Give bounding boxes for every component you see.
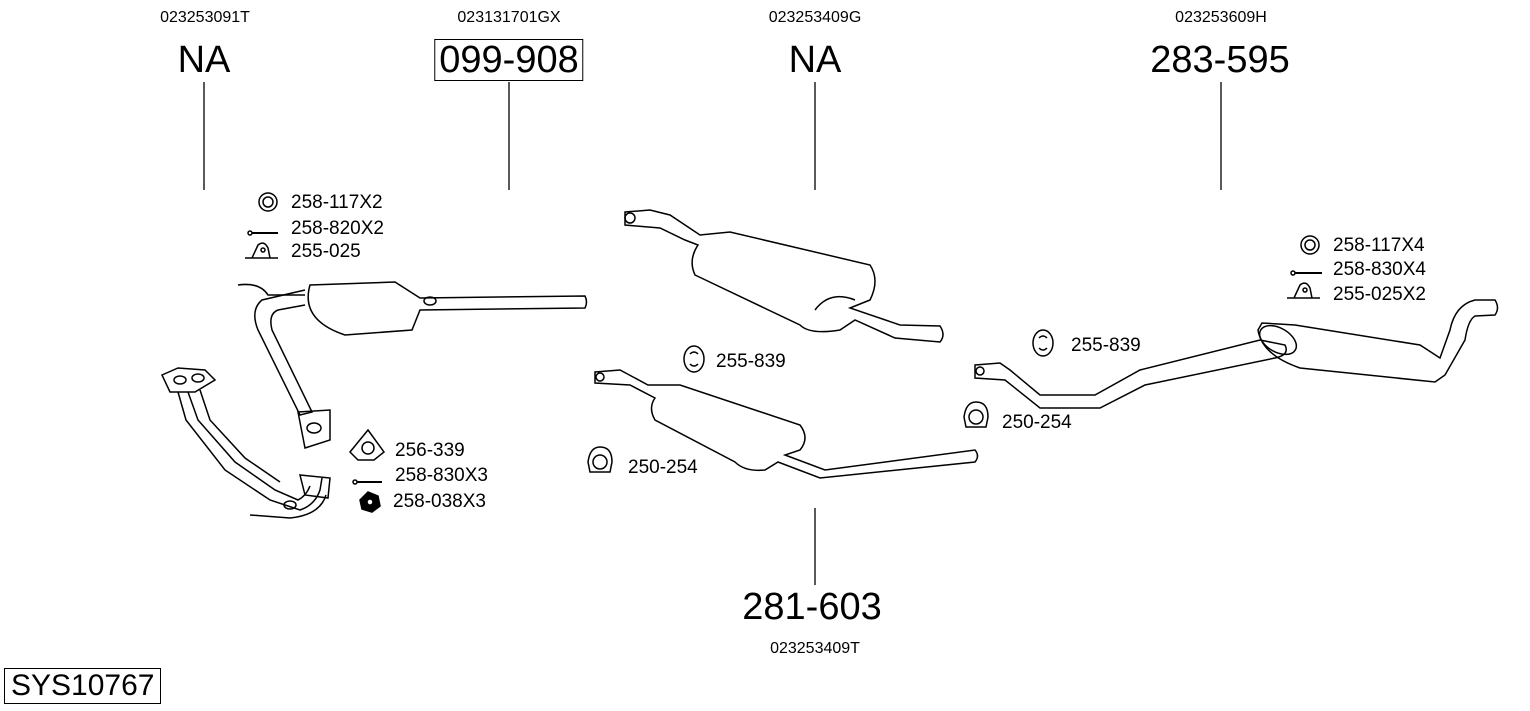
accessory-label[interactable]: 255-839 <box>716 351 786 372</box>
accessory-label[interactable]: 256-339 <box>395 440 465 461</box>
accessory-label[interactable]: 250-254 <box>628 457 698 478</box>
bolt-icon <box>1290 270 1322 276</box>
bolt-icon <box>247 230 278 236</box>
accessory-label[interactable]: 258-830X3 <box>395 465 488 486</box>
mounting-bracket-icon <box>245 242 278 259</box>
accessory-label[interactable]: 258-038X3 <box>393 491 486 512</box>
middle-silencer[interactable] <box>594 369 979 479</box>
part-number-label[interactable]: 281-603 <box>742 586 882 628</box>
accessory-label[interactable]: 258-117X4 <box>1333 235 1425 256</box>
pipe-clamp-icon <box>587 446 613 473</box>
part-number-label[interactable]: NA <box>788 39 842 81</box>
oe-number: 023253409G <box>768 9 862 26</box>
accessory-label[interactable]: 258-830X4 <box>1333 259 1426 280</box>
nut-icon <box>359 491 381 513</box>
oe-number: 023253091T <box>160 9 250 26</box>
rubber-hanger-icon <box>1032 329 1054 357</box>
oe-number: 023131701GX <box>457 9 561 26</box>
accessory-label[interactable]: 255-025X2 <box>1333 284 1426 305</box>
rear-silencer[interactable] <box>974 299 1499 409</box>
accessory-label[interactable]: 258-820X2 <box>291 218 384 239</box>
catalytic-converter[interactable] <box>237 281 588 449</box>
accessory-label[interactable]: 258-117X2 <box>291 192 383 213</box>
oe-number: 023253409T <box>770 640 860 657</box>
seal-ring-icon <box>1300 235 1320 255</box>
front-pipe[interactable] <box>160 367 331 519</box>
part-number-label[interactable]: 099-908 <box>434 39 584 81</box>
rubber-hanger-icon <box>683 345 705 373</box>
diagram-id: SYS10767 <box>4 668 162 704</box>
pipe-clamp-icon <box>963 401 989 428</box>
seal-ring-icon <box>258 192 278 212</box>
part-number-label[interactable]: NA <box>177 39 231 81</box>
accessory-label[interactable]: 255-839 <box>1071 335 1141 356</box>
mounting-bracket-icon <box>1287 282 1320 299</box>
middle-silencer-upper[interactable] <box>624 209 944 343</box>
leader-lines <box>203 82 1222 585</box>
accessory-label[interactable]: 255-025 <box>291 241 361 262</box>
bolt-icon <box>352 479 382 485</box>
accessory-label[interactable]: 250-254 <box>1002 412 1072 433</box>
part-number-label[interactable]: 283-595 <box>1150 39 1290 81</box>
oe-number: 023253609H <box>1175 9 1267 26</box>
gasket-icon <box>348 428 386 461</box>
